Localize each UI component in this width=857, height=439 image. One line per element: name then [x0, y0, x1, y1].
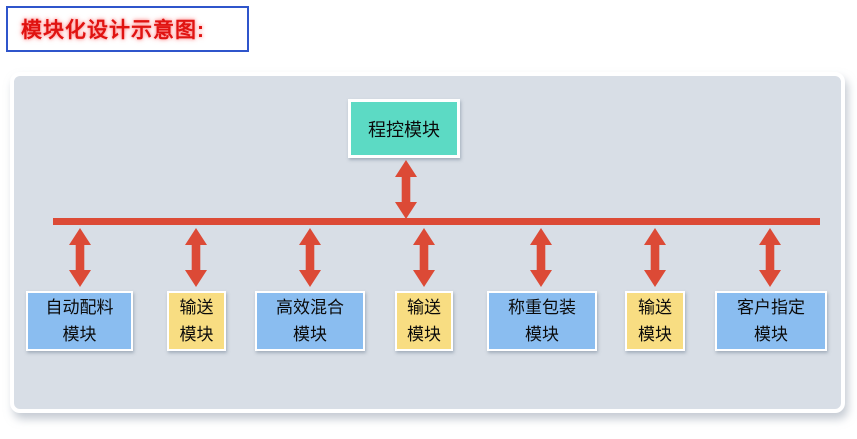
double-arrow-icon	[530, 228, 552, 287]
module-box-auto-batching: 自动配料 模块	[26, 291, 133, 351]
double-arrow-icon	[185, 228, 207, 287]
module-label-line: 模块	[407, 325, 441, 344]
diagram-panel: 程控模块 自动配料 模块 输送 模块 高效混合 模块 输送 模块 称重包装 模块…	[10, 72, 845, 413]
double-arrow-icon	[413, 228, 435, 287]
module-label-line: 模块	[293, 325, 327, 344]
module-label-line: 模块	[62, 325, 97, 344]
module-label-line: 输送	[638, 298, 672, 317]
module-label-line: 输送	[407, 298, 441, 317]
module-box-efficient-mixing: 高效混合 模块	[255, 291, 365, 351]
double-arrow-icon	[69, 228, 91, 287]
module-box-customer-specified: 客户指定 模块	[715, 291, 827, 351]
page-title: 模块化设计示意图:	[21, 19, 205, 42]
module-label-line: 模块	[638, 325, 672, 344]
module-box-weighing-packaging: 称重包装 模块	[487, 291, 597, 351]
double-arrow-icon	[299, 228, 321, 287]
module-box-conveying-2: 输送 模块	[395, 291, 453, 351]
module-box-conveying-1: 输送 模块	[167, 291, 226, 351]
page-title-box: 模块化设计示意图:	[6, 6, 249, 52]
double-arrow-icon	[395, 160, 417, 219]
module-label-line: 输送	[179, 298, 214, 317]
module-box-conveying-3: 输送 模块	[625, 291, 685, 351]
module-label-line: 客户指定	[737, 298, 805, 317]
module-label-line: 模块	[754, 325, 788, 344]
module-label-line: 自动配料	[45, 298, 114, 317]
bus-line	[53, 218, 820, 225]
module-box-program-control: 程控模块	[348, 99, 460, 158]
module-label-line: 称重包装	[508, 298, 576, 317]
module-label: 程控模块	[368, 119, 440, 140]
module-label-line: 模块	[179, 325, 214, 344]
module-label-line: 模块	[525, 325, 559, 344]
double-arrow-icon	[759, 228, 781, 287]
module-label-line: 高效混合	[276, 298, 344, 317]
double-arrow-icon	[644, 228, 666, 287]
